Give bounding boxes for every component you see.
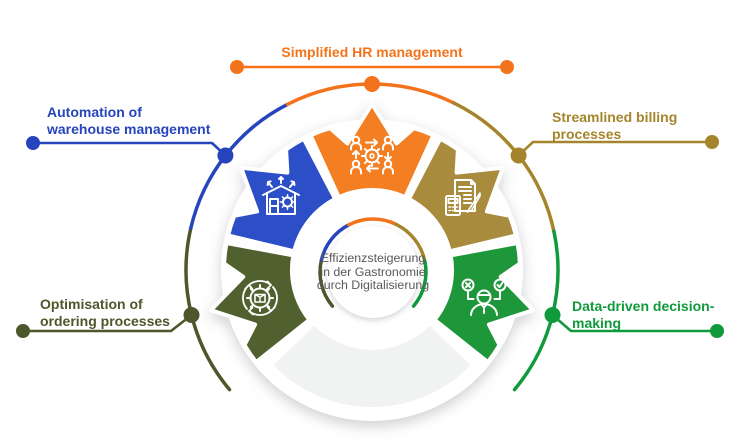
bottom-sector [273,325,471,407]
endpoint-dot-billing [705,135,719,149]
medallion-ring-warehouse [319,223,351,262]
medallion-ring-ordering [318,258,335,308]
medallion-ring-hr [347,217,398,227]
billing-processes-label: Streamlined billing processes [552,109,678,142]
endpoint-dot-warehouse [26,136,40,150]
warehouse-automation-label: Automation of warehouse management [47,104,211,137]
callout-line-decision [551,313,719,333]
endpoint-dot-ordering [16,324,30,338]
hr-management-label: Simplified HR management [232,44,512,61]
petal-billing [406,136,518,254]
callout-line-billing [517,140,714,157]
junction-dot-ordering [183,307,200,323]
person-check-cross-icon [461,278,507,316]
medallion-ring-billing [394,222,427,263]
petal-hr [308,102,436,200]
endpoint-dot-decision [710,324,724,338]
center-title: Effizienzsteigerung in der Gastronomie d… [316,251,430,293]
junction-dot-hr [364,76,380,92]
junction-dot-warehouse [217,147,234,164]
package-gear-cycle-icon [242,280,278,316]
hr-management-label-text: Simplified HR management [281,44,463,60]
endpoint-dot-hr [230,60,244,74]
medallion-inner [327,226,419,318]
junction-dot-decision [544,307,561,323]
medallion-center-circle [327,226,419,318]
callout-overlay [16,60,724,392]
data-driven-decision-label: Data-driven decision- making [572,298,715,331]
endpoint-dot-hr-1 [500,60,514,74]
invoice-calculator-pen-icon [445,179,481,216]
wheel-icons [242,135,507,316]
callout-line-ordering [21,313,193,333]
medallion-ring-decision [411,259,428,308]
ordering-optimisation-label: Optimisation of ordering processes [40,296,170,329]
callout-line-warehouse [31,141,227,157]
petal-warehouse [226,136,338,254]
junction-dot-billing [510,147,527,164]
warehouse-house-gear-icon [262,176,300,215]
people-gear-cycle-icon [350,135,394,175]
